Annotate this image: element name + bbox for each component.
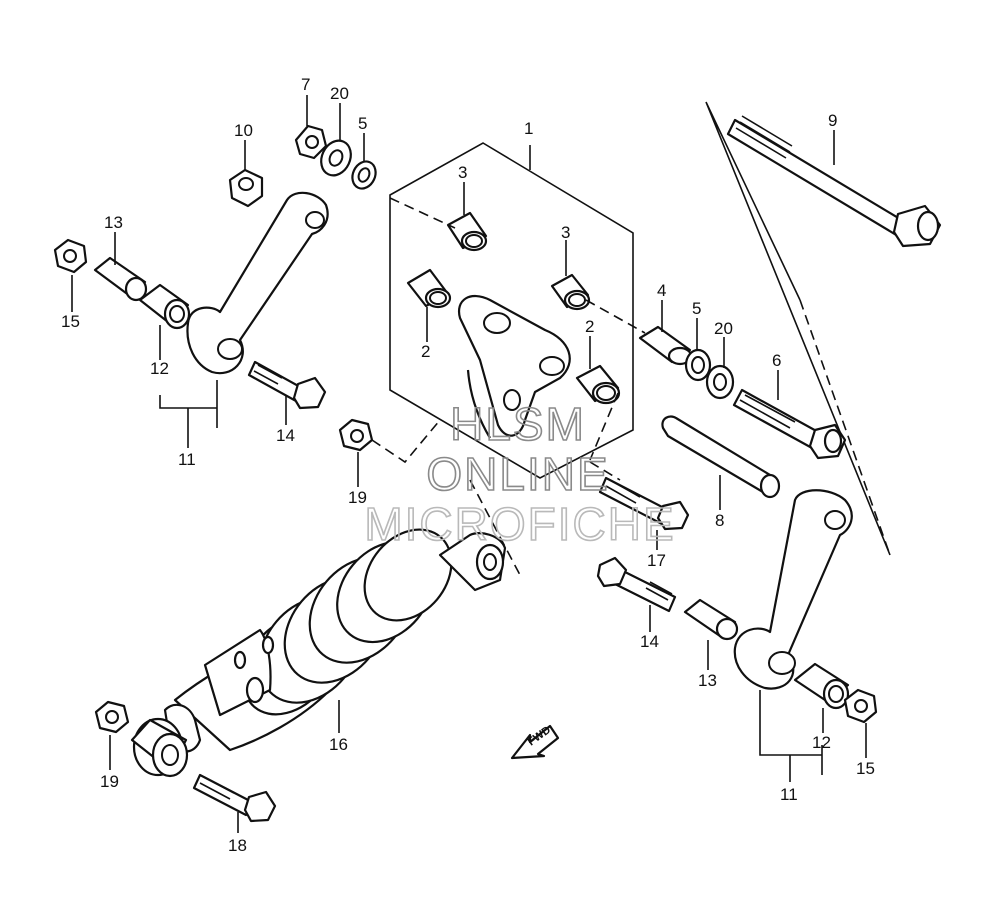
callout-11-left: 11: [178, 450, 196, 469]
watermark-line-2: ONLINE: [426, 448, 609, 500]
watermark-line-1: HLSM: [450, 398, 586, 450]
bolt-9: [726, 115, 942, 248]
fwd-arrow-icon: FWD: [510, 724, 560, 760]
callout-10: 10: [234, 121, 253, 140]
bolt-6: [732, 388, 847, 460]
callout-17: 17: [647, 551, 666, 570]
washer-5-left: [351, 160, 377, 190]
bearing-12-left: [138, 283, 191, 330]
cushion-lever-assembly: [457, 294, 571, 439]
bearing-3-upper: [446, 211, 488, 252]
bolt-14-left: [247, 360, 327, 410]
callout-6: 6: [772, 351, 781, 370]
collar-4: [638, 325, 693, 366]
callout-18: 18: [228, 836, 247, 855]
nut-15-left: [53, 238, 88, 274]
collar-13-right: [683, 598, 739, 641]
callout-11-right: 11: [780, 785, 798, 804]
alignment-line-shock: [469, 479, 521, 576]
cushion-rod-right: [733, 489, 853, 690]
watermark-line-3: MICROFICHE: [364, 498, 675, 550]
group-frame-1: [389, 142, 634, 479]
alignment-line-upper: [389, 197, 456, 229]
spacer-8: [661, 415, 781, 499]
callout-19-center: 19: [348, 488, 367, 507]
callout-labels: 1 2 2 3 3 4 5 5 6 7 8 9 10 11 11 12 12 1…: [61, 75, 875, 855]
callout-16: 16: [329, 735, 348, 754]
nut-19-left: [94, 700, 130, 734]
bolt-14-right: [596, 556, 677, 613]
callout-19-left: 19: [100, 772, 119, 791]
callout-5-left: 5: [358, 114, 367, 133]
callout-15-left: 15: [61, 312, 80, 331]
nut-10: [228, 168, 264, 208]
bearing-2-right: [575, 364, 621, 405]
leader-lines: [71, 95, 867, 833]
callout-3-upper: 3: [458, 163, 467, 182]
callout-4: 4: [657, 281, 666, 300]
collar-13-left: [93, 256, 148, 302]
alignment-line-19: [371, 419, 441, 464]
cushion-rod-left: [186, 191, 329, 375]
washer-20-left: [320, 139, 352, 177]
callout-12-left: 12: [150, 359, 169, 378]
callout-12-right: 12: [812, 733, 831, 752]
alignment-line-lower: [589, 392, 619, 461]
callout-5-right: 5: [692, 299, 701, 318]
callout-9: 9: [828, 111, 837, 130]
callout-7: 7: [301, 75, 310, 94]
bolt-17: [598, 476, 690, 531]
callout-15-right: 15: [856, 759, 875, 778]
nut-15-right: [843, 688, 878, 724]
bearing-3-right: [550, 273, 591, 311]
bearing-12-right: [793, 662, 850, 710]
alignment-line-mid: [585, 299, 646, 334]
callout-3-right: 3: [561, 223, 570, 242]
callout-13-right: 13: [698, 671, 717, 690]
shock-absorber-16: [130, 528, 507, 778]
watermark: HLSM ONLINE MICROFICHE: [364, 397, 675, 551]
nut-7: [294, 124, 328, 160]
callout-20-left: 20: [330, 84, 349, 103]
group-frame-9-dash: [799, 299, 891, 556]
washer-20-right: [705, 364, 735, 400]
callout-14-left: 14: [276, 426, 295, 445]
callout-14-right: 14: [640, 632, 659, 651]
callout-13-left: 13: [104, 213, 123, 232]
washer-5-right: [684, 348, 712, 382]
group-frame-9: [705, 101, 891, 556]
callout-20-right: 20: [714, 319, 733, 338]
callout-2-left: 2: [421, 342, 430, 361]
callout-8: 8: [715, 511, 724, 530]
bolt-18: [192, 773, 277, 823]
bearing-2-left: [406, 268, 452, 309]
nut-19-center: [338, 418, 374, 452]
callout-1: 1: [524, 119, 533, 138]
alignment-line-bolt17: [589, 461, 621, 481]
callout-2-right: 2: [585, 317, 594, 336]
